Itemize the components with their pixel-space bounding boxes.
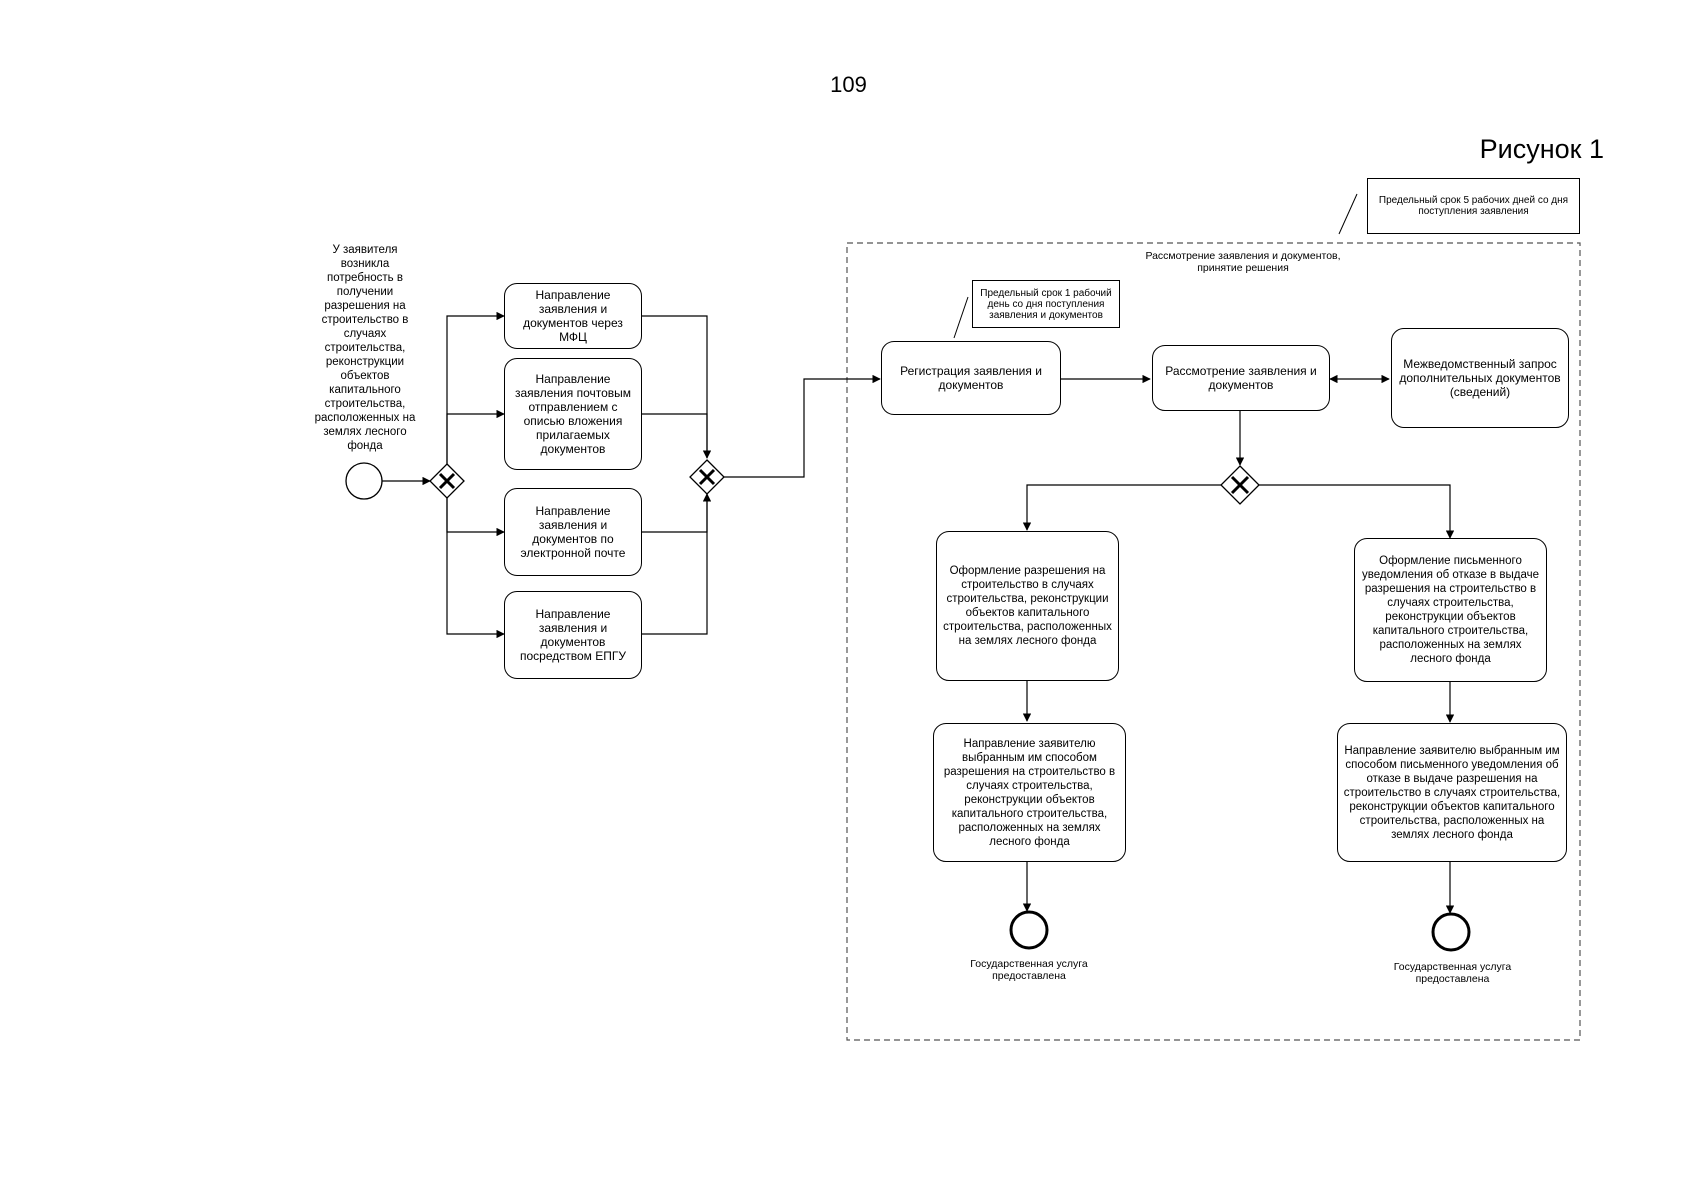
- page-number: 109: [830, 72, 867, 97]
- connector: [446, 409, 505, 464]
- connector: [642, 413, 708, 458]
- pool-note-leader: [1338, 193, 1358, 235]
- connector: [1259, 484, 1455, 539]
- pool-deadline-note: Предельный срок 5 рабочих дней со дня по…: [1367, 178, 1580, 234]
- connector: [446, 498, 505, 537]
- task-review[interactable]: Рассмотрение заявления и документов: [1152, 345, 1330, 411]
- end-event-permit-label: Государственная услуга предоставлена: [970, 958, 1088, 982]
- connector: [446, 311, 505, 464]
- task-send-refusal[interactable]: Направление заявителю выбранным им спосо…: [1337, 723, 1567, 862]
- connector: [642, 493, 712, 533]
- task-registration[interactable]: Регистрация заявления и документов: [881, 341, 1061, 415]
- end-event-refusal-icon: [1431, 912, 1471, 952]
- connector: [642, 494, 708, 635]
- connector: [642, 315, 712, 459]
- task-submit-post[interactable]: Направление заявления почтовым отправлен…: [504, 358, 642, 470]
- connector: [446, 498, 505, 639]
- end-event-permit-icon: [1009, 910, 1049, 950]
- connector: [724, 374, 881, 478]
- start-event-icon: [345, 462, 383, 500]
- pool-title: Рассмотрение заявления и документов, при…: [1145, 250, 1341, 274]
- task-submit-mfc[interactable]: Направление заявления и документов через…: [504, 283, 642, 349]
- task-submit-epgu[interactable]: Направление заявления и документов посре…: [504, 591, 642, 679]
- end-event-refusal-label: Государственная услуга предоставлена: [1393, 961, 1512, 985]
- registration-deadline-note: Предельный срок 1 рабочий день со дня по…: [972, 280, 1120, 328]
- task-submit-email[interactable]: Направление заявления и документов по эл…: [504, 488, 642, 576]
- start-event-label: У заявителя возникла потребность в получ…: [314, 244, 416, 452]
- pool-boundary: [846, 242, 1581, 1041]
- task-prepare-permit[interactable]: Оформление разрешения на строительство в…: [936, 531, 1119, 681]
- task-send-permit[interactable]: Направление заявителю выбранным им спосо…: [933, 723, 1126, 862]
- decision-gateway-x-icon: [1220, 465, 1260, 505]
- task-prepare-refusal[interactable]: Оформление письменного уведомления об от…: [1354, 538, 1547, 682]
- task-interagency-request[interactable]: Межведомственный запрос дополнительных д…: [1391, 328, 1569, 428]
- merge-gateway-x-icon: [689, 459, 725, 495]
- figure-label: Рисунок 1: [1479, 134, 1604, 164]
- split-gateway-x-icon: [429, 463, 465, 499]
- connector: [1022, 484, 1221, 531]
- registration-note-leader: [953, 296, 969, 339]
